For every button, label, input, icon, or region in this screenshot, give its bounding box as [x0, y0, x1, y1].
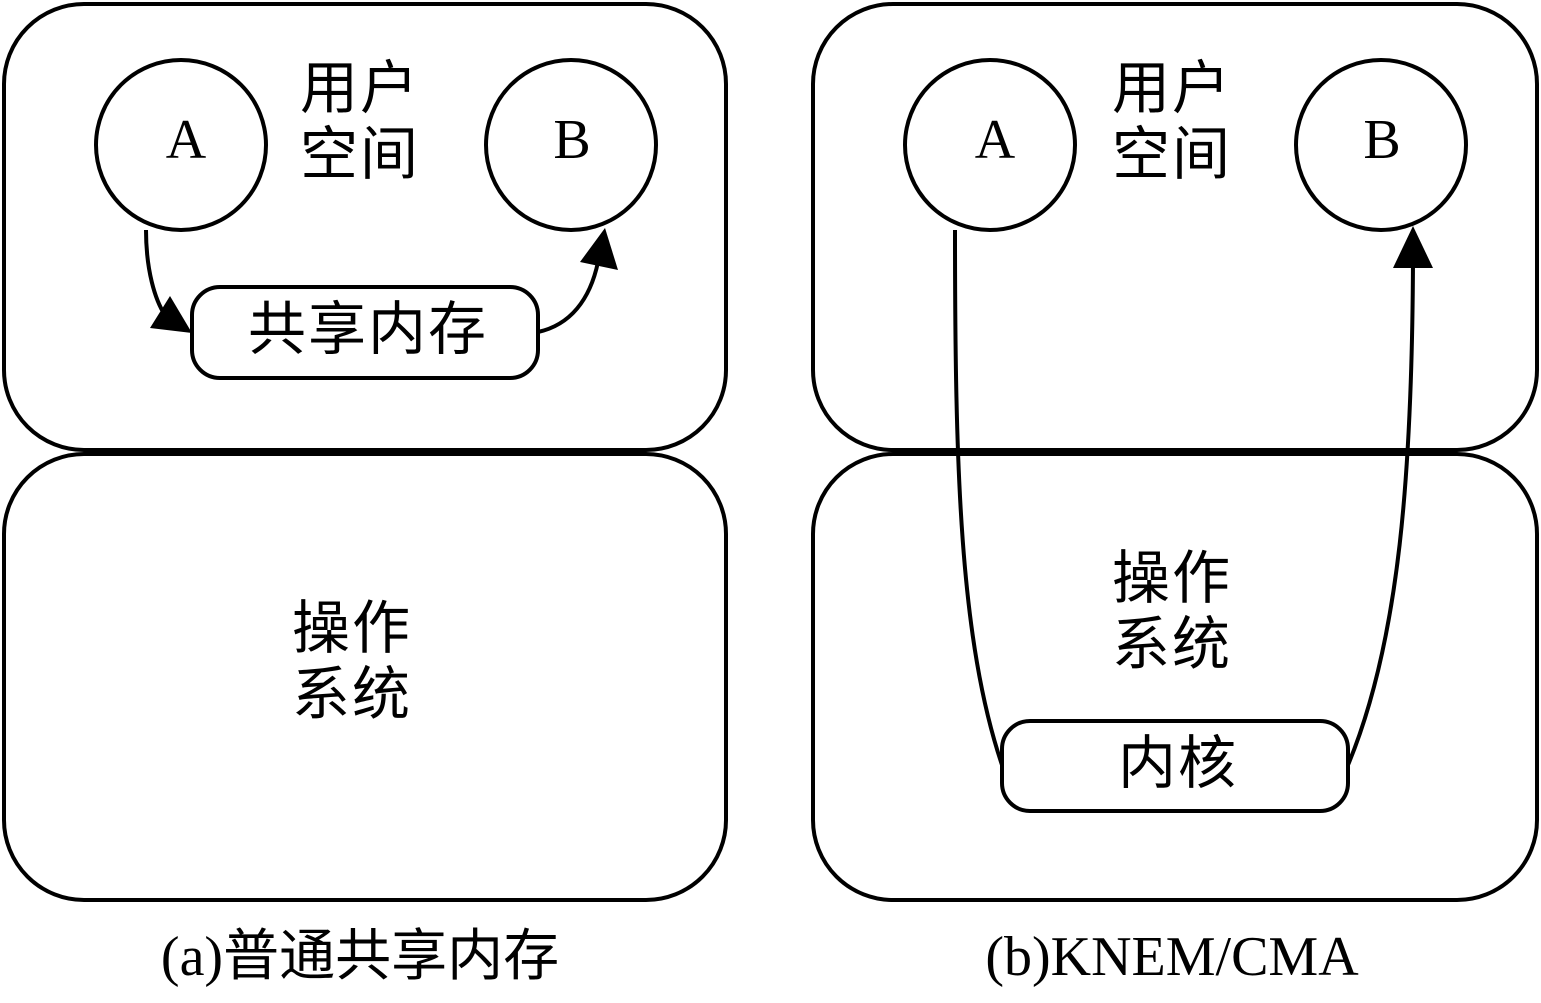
panel-a: A B 用户 空间 共享内存 操作 系统 (a)普通共享内存 — [2, 2, 728, 988]
panel-a-process-a-label: A — [166, 109, 207, 171]
panel-a-shared-memory-box — [190, 285, 540, 380]
panel-b-edge-kernel-to-b — [1346, 261, 1415, 766]
panel-b-caption: (b)KNEM/CMA — [985, 926, 1359, 988]
panel-a-os-label-line1: 操作 — [292, 594, 412, 662]
panel-b-edge-a-to-kernel — [953, 229, 1004, 766]
panel-b-user-space-label-line2: 空间 — [1112, 120, 1232, 188]
panel-b-kernel-box — [1000, 719, 1350, 813]
panel-b-kernel-label: 内核 — [1118, 729, 1238, 797]
panel-a-edge-shared-to-b — [537, 261, 600, 334]
panel-a-arrowhead-b — [580, 228, 618, 270]
panel-b-process-b-node — [1294, 58, 1468, 232]
panel-a-process-a-node — [94, 58, 268, 232]
panel-a-caption: (a)普通共享内存 — [161, 926, 559, 988]
panel-a-shared-memory-label: 共享内存 — [248, 295, 488, 363]
panel-a-process-b-node — [484, 58, 658, 232]
panel-a-user-space-label-line2: 空间 — [300, 120, 420, 188]
panel-a-os-label-line2: 系统 — [292, 660, 412, 728]
panel-b-os-box — [811, 452, 1539, 902]
panel-b-process-b-label: B — [1363, 109, 1400, 171]
panel-a-user-space-label-line1: 用户 — [300, 54, 420, 122]
panel-b-os-label-line2: 系统 — [1112, 610, 1232, 678]
panel-b-arrowhead-b — [1393, 226, 1433, 268]
panel-b-process-a-label: A — [975, 109, 1016, 171]
panel-b-user-space-label-line1: 用户 — [1112, 54, 1232, 122]
panel-b-process-a-node — [903, 58, 1077, 232]
panel-b: A B 用户 空间 操作 系统 内核 (b)KNEM/CMA — [811, 2, 1539, 988]
panel-a-arrowhead-shared — [150, 296, 192, 333]
panel-b-os-label-line1: 操作 — [1112, 544, 1232, 612]
panel-a-process-b-label: B — [553, 109, 590, 171]
panel-a-os-box — [2, 452, 728, 902]
